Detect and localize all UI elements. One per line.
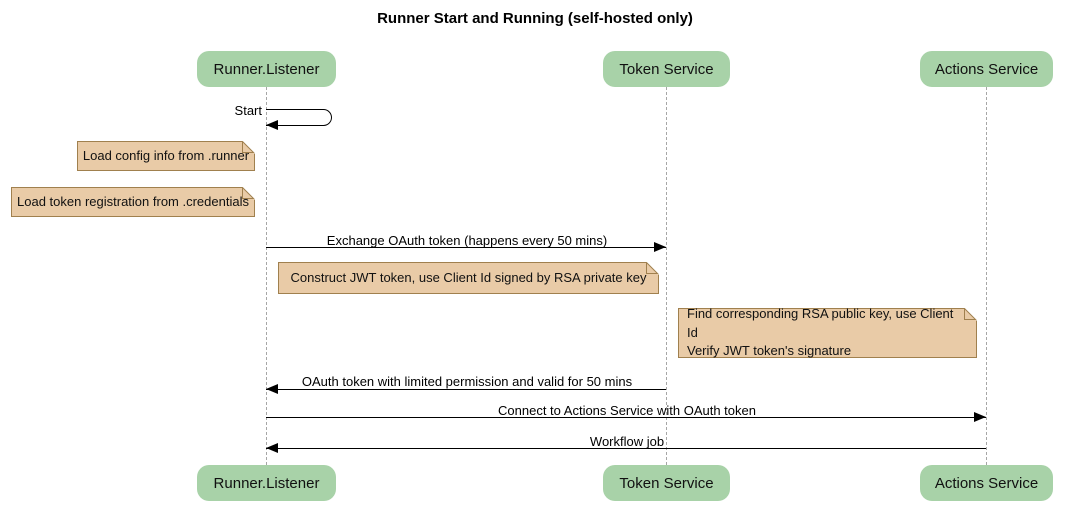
- participant-token-service-top: Token Service: [603, 51, 730, 87]
- note-verify-jwt: Find corresponding RSA public key, use C…: [678, 306, 977, 358]
- note-verify-jwt-text: Find corresponding RSA public key, use C…: [687, 305, 954, 359]
- message-oauth-return-arrowhead-icon: [266, 384, 278, 394]
- message-connect-line: [266, 417, 986, 418]
- message-connect-arrowhead-icon: [974, 412, 986, 422]
- message-workflow-job-line: [266, 448, 986, 449]
- message-start-loop: [266, 109, 332, 126]
- message-start-arrowhead-icon: [266, 120, 278, 130]
- participant-runner-listener-bottom: Runner.Listener: [197, 465, 336, 501]
- note-load-config: Load config info from .runner: [77, 141, 255, 171]
- note-load-credentials: Load token registration from .credential…: [11, 187, 255, 217]
- message-oauth-return-line: [266, 389, 666, 390]
- participant-token-service-bottom: Token Service: [603, 465, 730, 501]
- note-construct-jwt-text: Construct JWT token, use Client Id signe…: [290, 269, 647, 285]
- message-workflow-job-label: Workflow job: [589, 434, 665, 449]
- note-construct-jwt: Construct JWT token, use Client Id signe…: [278, 262, 659, 294]
- note-fold-icon: [964, 308, 977, 321]
- message-exchange-oauth-line: [266, 247, 666, 248]
- participant-actions-service-bottom: Actions Service: [920, 465, 1053, 501]
- message-exchange-oauth-label: Exchange OAuth token (happens every 50 m…: [326, 233, 608, 248]
- note-load-config-text: Load config info from .runner: [82, 147, 250, 163]
- note-fold-icon: [646, 262, 659, 275]
- lifeline-token-service: [666, 87, 667, 465]
- message-start-label: Start: [234, 103, 262, 118]
- message-exchange-oauth-arrowhead-icon: [654, 242, 666, 252]
- participant-actions-service-top: Actions Service: [920, 51, 1053, 87]
- message-oauth-return-label: OAuth token with limited permission and …: [301, 374, 633, 389]
- message-connect-label: Connect to Actions Service with OAuth to…: [498, 403, 756, 418]
- message-workflow-job-arrowhead-icon: [266, 443, 278, 453]
- lifeline-runner-listener: [266, 87, 267, 465]
- note-fold-icon: [242, 187, 255, 200]
- participant-runner-listener-top: Runner.Listener: [197, 51, 336, 87]
- diagram-title: Runner Start and Running (self-hosted on…: [377, 10, 693, 27]
- note-load-credentials-text: Load token registration from .credential…: [17, 193, 249, 209]
- note-fold-icon: [242, 141, 255, 154]
- lifeline-actions-service: [986, 87, 987, 465]
